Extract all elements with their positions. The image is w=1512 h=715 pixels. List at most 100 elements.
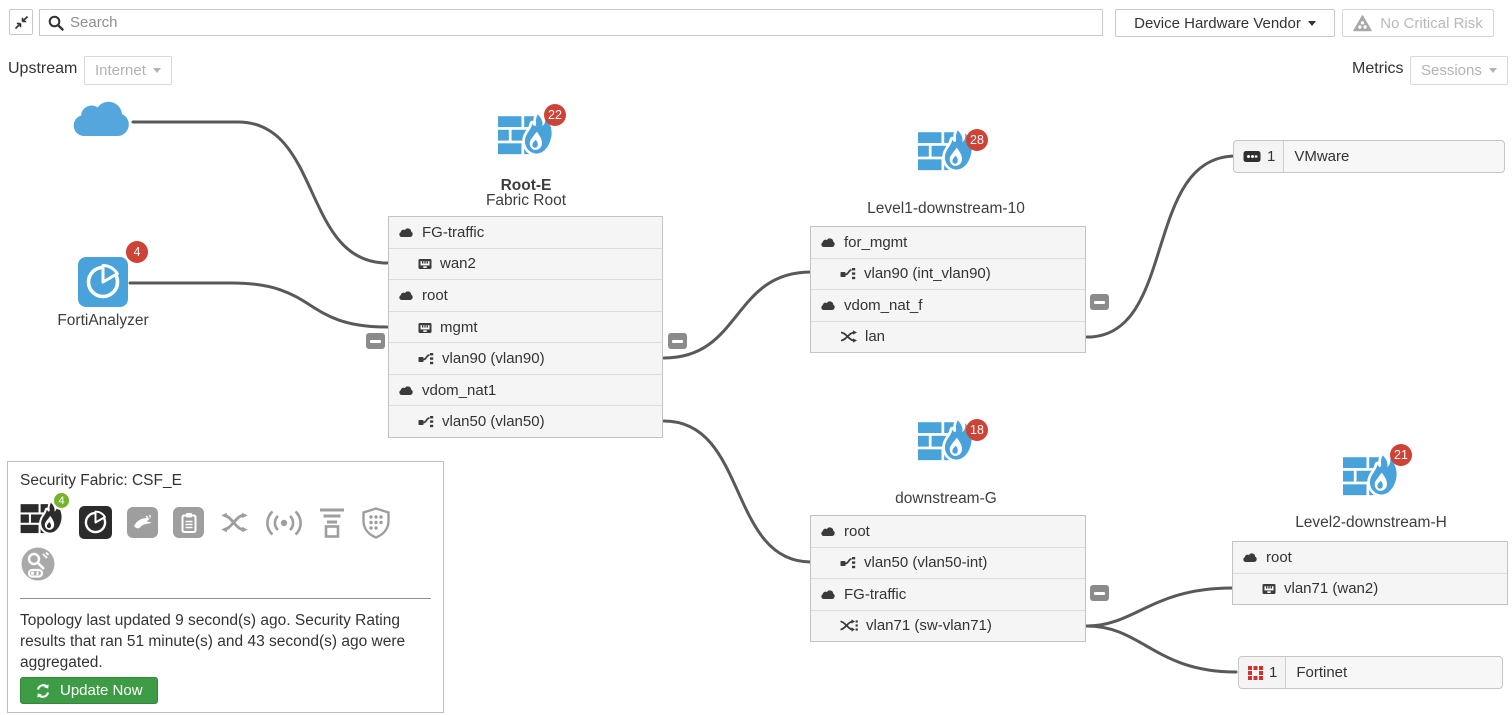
switch-row[interactable]: lan [811,321,1085,352]
vlan-icon [418,352,434,366]
other-devices-icon[interactable] [20,546,56,582]
metrics-dropdown[interactable]: Sessions [1410,56,1508,85]
level2-vdom-table: root vlan71 (wan2) [1232,541,1508,605]
chevron-down-icon [152,68,161,73]
vdom-row-label: vdom_nat1 [422,381,497,399]
internet-cloud-node[interactable] [72,95,134,147]
metrics-value: Sessions [1421,62,1482,79]
forticlient-icon[interactable] [127,507,158,538]
critical-risk-button[interactable]: No Critical Risk [1342,9,1494,37]
downstream-g-node[interactable] [918,416,974,475]
risk-triangle-icon [1353,14,1372,31]
vdom-row[interactable]: root [389,280,662,312]
device-hardware-vendor-dropdown[interactable]: Device Hardware Vendor [1115,9,1335,37]
upstream-value: Internet [95,62,146,79]
vlan-row-label: vlan90 (int_vlan90) [864,265,991,283]
collapse-node-button[interactable] [364,331,387,351]
vdom-row[interactable]: FG-traffic [389,217,662,249]
fortianalyzer-fabric-icon[interactable] [79,506,112,539]
upstream-dropdown[interactable]: Internet [84,56,172,85]
vlan-icon [840,267,856,281]
fortiswitch-icon[interactable] [219,511,250,534]
fortigate-fabric-button[interactable]: 4 [20,491,71,545]
level1-risk-badge: 28 [966,129,988,151]
vdom-cloud-icon [821,300,836,311]
vdom-row-label: FG-traffic [422,223,485,241]
device-vendor-label: Fortinet [1296,664,1348,681]
clipboard-icon[interactable] [173,507,204,538]
upstream-label: Upstream [8,60,78,77]
vdom-row-label: FG-traffic [844,585,907,603]
downstream-g-risk-badge: 18 [966,419,988,441]
fortianalyzer-icon [78,257,128,307]
vmware-device-node[interactable]: 1 VMware [1233,140,1505,173]
interface-row[interactable]: vlan71 (wan2) [1233,573,1507,604]
level2-risk-badge: 21 [1390,444,1412,466]
level1-downstream-10-node[interactable] [918,126,974,185]
collapse-arrows-icon [14,15,28,29]
vdom-row[interactable]: vdom_nat_f [811,290,1085,322]
device-vendor-label: VMware [1294,148,1350,165]
fortiap-icon[interactable] [265,508,303,538]
fortisandbox-icon[interactable] [318,507,346,538]
interface-row[interactable]: mgmt [389,311,662,344]
fortinet-device-node[interactable]: 1 Fortinet [1238,656,1503,689]
risk-button-label: No Critical Risk [1380,14,1483,32]
collapse-node-button[interactable] [1088,583,1111,603]
vdom-cloud-icon [821,589,836,600]
cloud-icon [73,101,129,137]
vdom-cloud-icon [399,385,414,396]
vlan-row[interactable]: vlan50 (vlan50-int) [811,547,1085,579]
hw-switch-row[interactable]: vlan71 (sw-vlan71) [811,610,1085,641]
vdom-cloud-icon [821,237,836,248]
vdom-row[interactable]: for_mgmt [811,227,1085,259]
search-input[interactable] [70,11,1102,34]
vdom-row-label: vdom_nat_f [844,296,923,314]
metrics-label: Metrics [1352,60,1404,77]
vlan-row[interactable]: vlan90 (vlan90) [389,343,662,375]
update-now-label: Update Now [60,682,143,699]
vdom-row-label: root [1266,548,1292,566]
fortinet-logo-icon [1248,665,1263,680]
root-e-subtitle: Fabric Root [485,192,567,209]
ethernet-port-icon [418,257,432,270]
vlan-icon [418,415,434,429]
downstream-g-vdom-table: root vlan50 (vlan50-int) FG-traffic vlan… [810,515,1086,642]
root-e-name: Root-E [500,177,552,194]
vendor-dropdown-label: Device Hardware Vendor [1134,14,1301,32]
fabric-panel-title: Security Fabric: CSF_E [20,472,182,489]
vdom-row-label: root [844,522,870,540]
collapse-node-button[interactable] [1088,292,1111,312]
root-e-risk-badge: 22 [544,104,566,126]
vlan-row[interactable]: vlan90 (int_vlan90) [811,258,1085,290]
vdom-row[interactable]: vdom_nat1 [389,374,662,407]
collapse-node-button[interactable] [666,331,689,351]
search-bar [39,9,1103,36]
refresh-icon [36,683,50,698]
vlan-row[interactable]: vlan50 (vlan50) [389,406,662,438]
collapse-panel-button[interactable] [9,9,33,35]
search-icon [48,15,64,31]
vdom-cloud-icon [399,227,414,238]
fortianalyzer-node[interactable] [78,257,128,312]
ethernet-port-icon [1262,582,1276,595]
vdom-row[interactable]: root [811,516,1085,548]
ethernet-port-icon [418,321,432,334]
device-count: 1 [1267,148,1276,165]
vdom-row[interactable]: root [1233,542,1507,574]
chevron-down-icon [1488,68,1497,73]
vlan-row-label: vlan50 (vlan50) [442,413,545,431]
device-icon [1243,151,1261,162]
vdom-row-label: root [422,286,448,304]
interface-row[interactable]: wan2 [389,248,662,281]
downstream-g-name: downstream-G [895,490,997,507]
panel-divider [20,598,431,599]
vdom-row[interactable]: FG-traffic [811,579,1085,611]
shield-dots-icon[interactable] [361,506,391,539]
level1-vdom-table: for_mgmt vlan90 (int_vlan90) vdom_nat_f … [810,226,1086,353]
security-fabric-panel: Security Fabric: CSF_E 4 [7,461,444,713]
vdom-cloud-icon [1243,552,1258,563]
update-now-button[interactable]: Update Now [20,677,158,704]
level1-name: Level1-downstream-10 [867,200,1025,217]
chevron-down-icon [1307,20,1316,26]
